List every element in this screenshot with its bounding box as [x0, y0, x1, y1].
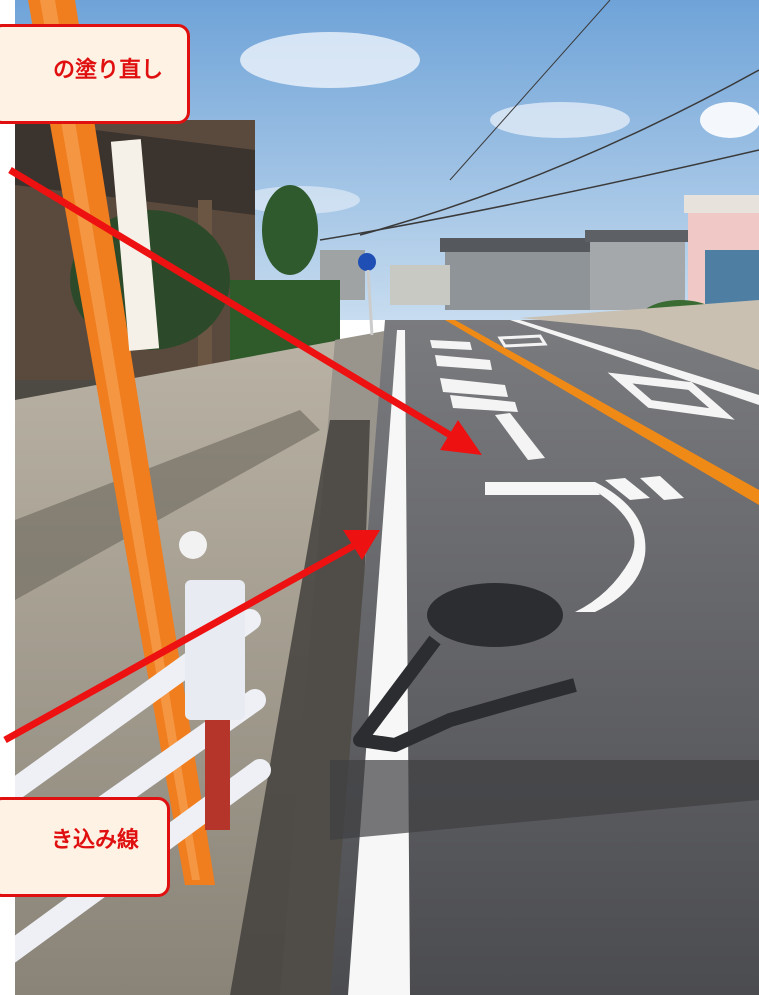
- callout-repaint-label: の塗り直し: [0, 24, 190, 124]
- cloud: [240, 32, 420, 88]
- pole-shadow: [353, 635, 577, 752]
- arrow-top-line: [8, 167, 457, 441]
- cloud: [700, 102, 759, 138]
- orange-pole-highlight: [40, 0, 200, 880]
- post-base: [205, 720, 230, 830]
- cloud: [490, 102, 630, 138]
- diamond-marking-far: [497, 334, 548, 348]
- reflector-light: [179, 531, 207, 559]
- building: [390, 265, 450, 305]
- sign-shadow: [427, 583, 563, 647]
- reflector-post: [185, 580, 245, 720]
- building-roof: [585, 230, 690, 242]
- road-shadow-band: [330, 760, 759, 840]
- curb-shadow: [230, 420, 370, 995]
- photo-left-border: [0, 0, 15, 995]
- right-shoulder: [520, 300, 759, 370]
- building: [590, 235, 685, 310]
- shop-roof: [684, 195, 759, 213]
- tree: [262, 185, 318, 275]
- building-roof: [440, 238, 595, 252]
- arrow-top-head: [440, 420, 482, 455]
- diamond-marking: [607, 372, 735, 420]
- power-lines: [319, 0, 759, 241]
- callout-line-label: き込み線: [0, 797, 170, 897]
- road-text-marking: [430, 340, 545, 460]
- arrow-bottom-line: [3, 541, 357, 744]
- annotation-arrows: [3, 167, 482, 744]
- sidewalk-shadow: [15, 410, 320, 600]
- road-arrow-marking: [485, 476, 684, 612]
- right-edge-line: [510, 320, 759, 405]
- arrow-bottom-head: [343, 530, 380, 560]
- callout-bottom-text: き込み線: [50, 828, 139, 853]
- distant-sign: [358, 253, 376, 271]
- callout-top-text: の塗り直し: [52, 58, 163, 83]
- center-line: [445, 320, 759, 505]
